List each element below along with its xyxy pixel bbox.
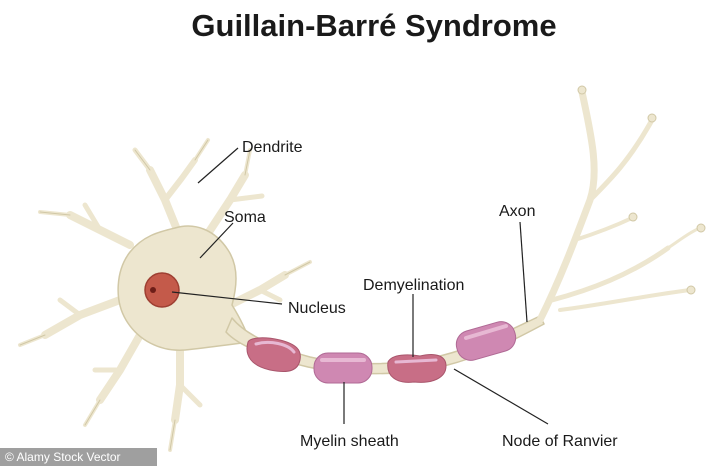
- neuron: [20, 86, 705, 450]
- label-myelin-sheath: Myelin sheath: [300, 433, 399, 450]
- label-node-of-ranvier: Node of Ranvier: [502, 433, 618, 450]
- diagram-title: Guillain-Barré Syndrome: [191, 8, 556, 43]
- myelin-segment-demyelinated-1: [247, 338, 300, 372]
- label-dendrite: Dendrite: [242, 139, 303, 156]
- watermark: © Alamy Stock Vector: [0, 448, 157, 466]
- myelin-segment-2: [314, 353, 372, 383]
- myelin-segment-demyelinated-2: [388, 354, 446, 382]
- label-soma: Soma: [224, 209, 266, 226]
- leader-axon: [520, 222, 527, 322]
- axon-terminals: [540, 92, 700, 320]
- label-nucleus: Nucleus: [288, 300, 346, 317]
- label-axon: Axon: [499, 203, 535, 220]
- watermark-text: © Alamy Stock Vector: [5, 450, 121, 464]
- label-demyelination: Demyelination: [363, 277, 464, 294]
- nucleus: [145, 273, 179, 307]
- leader-node-of-ranvier: [454, 369, 548, 424]
- myelin-segment-4: [453, 318, 519, 363]
- leader-dendrite: [198, 148, 238, 183]
